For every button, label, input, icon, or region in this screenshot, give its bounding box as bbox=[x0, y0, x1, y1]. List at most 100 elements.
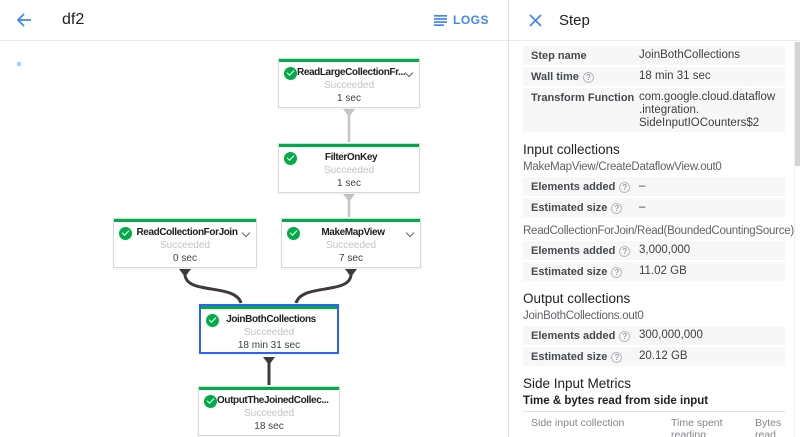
property-row: Step name JoinBothCollections bbox=[523, 46, 785, 65]
close-icon bbox=[528, 13, 542, 27]
kv-label: Estimated size? bbox=[531, 201, 639, 215]
edge-arrow bbox=[263, 357, 275, 365]
graph-edges bbox=[179, 109, 357, 385]
help-icon[interactable]: ? bbox=[619, 245, 631, 257]
kv-label: Elements added? bbox=[531, 180, 639, 194]
help-icon[interactable]: ? bbox=[611, 266, 623, 278]
kv-label-text: Elements added bbox=[531, 244, 616, 257]
node-status: Succeeded bbox=[323, 80, 375, 91]
table-header-cell: Time spent reading bbox=[671, 417, 723, 437]
table-header-cell: Bytes read bbox=[755, 417, 782, 437]
kv-label: Estimated size? bbox=[531, 350, 639, 364]
success-check-icon bbox=[204, 395, 217, 408]
kv-value: – bbox=[639, 200, 646, 213]
node-title: FilterOnKey bbox=[324, 152, 378, 163]
elements-added-row: Elements added?– bbox=[523, 177, 785, 196]
table-header-cell: Side input collection bbox=[531, 417, 625, 429]
elements-added-row: Elements added?300,000,000 bbox=[523, 326, 785, 345]
estimated-size-row: Estimated size?20.12 GB bbox=[523, 347, 785, 366]
kv-value: com.google.cloud.dataflow.integration. S… bbox=[639, 90, 776, 129]
logs-button[interactable]: LOGS bbox=[433, 13, 489, 27]
estimated-size-row: Estimated size?11.02 GB bbox=[523, 262, 785, 281]
side-input-metrics-subheading: Time & bytes read from side input bbox=[523, 395, 709, 407]
success-check-icon bbox=[284, 152, 297, 165]
kv-label-text: Elements added bbox=[531, 180, 616, 193]
node-status: Succeeded bbox=[325, 240, 377, 251]
close-button[interactable] bbox=[525, 10, 545, 30]
si-table-head: Side input collection Time spent reading B… bbox=[523, 411, 785, 437]
node-title: JoinBothCollections bbox=[226, 314, 316, 325]
node-title: ReadLargeCollectionFr... bbox=[297, 67, 406, 78]
help-icon[interactable]: ? bbox=[611, 202, 623, 214]
collection-block: ReadCollectionForJoin/Read(BoundedCounti… bbox=[523, 225, 800, 281]
graph-node-readlargecollectionfr[interactable]: ReadLargeCollectionFr... Succeeded 1 sec bbox=[278, 58, 420, 108]
job-title: df2 bbox=[62, 11, 85, 28]
node-status-bar bbox=[199, 387, 339, 390]
edge-arrow bbox=[179, 269, 191, 277]
kv-value: 300,000,000 bbox=[639, 328, 703, 341]
kv-value: 11.02 GB bbox=[639, 264, 687, 277]
node-status: Succeeded bbox=[323, 165, 375, 176]
canvas-artifact-dot bbox=[17, 62, 21, 66]
scrollbar-track bbox=[794, 41, 800, 437]
node-title: ReadCollectionForJoin bbox=[136, 227, 238, 238]
node-duration: 1 sec bbox=[337, 178, 361, 189]
side-input-metrics-table: Side input collection Time spent reading B… bbox=[523, 411, 785, 437]
node-status-bar bbox=[282, 219, 420, 222]
help-icon[interactable]: ? bbox=[582, 71, 594, 83]
help-icon[interactable]: ? bbox=[611, 351, 623, 363]
edge-arrow bbox=[345, 269, 357, 277]
kv-label: Estimated size? bbox=[531, 265, 639, 279]
kv-label: Elements added? bbox=[531, 244, 639, 258]
scrollbar[interactable] bbox=[795, 42, 800, 166]
help-icon[interactable]: ? bbox=[619, 181, 631, 193]
elements-added-row: Elements added?3,000,000 bbox=[523, 241, 785, 260]
kv-label: Step name bbox=[531, 49, 639, 63]
step-details-header: Step bbox=[509, 0, 800, 41]
edge-arrow bbox=[343, 194, 355, 202]
section-heading: Output collections bbox=[523, 291, 631, 306]
back-button[interactable] bbox=[12, 8, 36, 32]
node-title: MakeMapView bbox=[321, 227, 385, 238]
section-heading: Input collections bbox=[523, 142, 620, 157]
job-graph-panel: df2 LOGS bbox=[0, 0, 508, 437]
success-check-icon bbox=[287, 227, 300, 240]
node-duration: 7 sec bbox=[339, 253, 363, 264]
kv-label: Transform Function bbox=[531, 91, 639, 105]
edge-arrow bbox=[343, 109, 355, 117]
kv-value: 20.12 GB bbox=[639, 349, 688, 362]
kv-value: JoinBothCollections bbox=[639, 48, 741, 61]
kv-label: Elements added? bbox=[531, 329, 639, 343]
logs-icon bbox=[433, 14, 447, 26]
kv-label-text: Estimated size bbox=[531, 265, 608, 278]
kv-label: Wall time? bbox=[531, 70, 639, 84]
node-status: Succeeded bbox=[243, 327, 295, 338]
kv-label-text: Step name bbox=[531, 49, 587, 62]
node-duration: 18 sec bbox=[254, 421, 284, 432]
success-check-icon bbox=[284, 67, 297, 80]
node-status-bar bbox=[201, 306, 337, 309]
help-icon[interactable]: ? bbox=[619, 330, 631, 342]
graph-header: df2 LOGS bbox=[0, 0, 508, 41]
success-check-icon bbox=[119, 227, 132, 240]
collection-name: JoinBothCollections.out0 bbox=[523, 310, 644, 322]
back-arrow-icon bbox=[16, 13, 31, 27]
node-duration: 1 sec bbox=[337, 93, 361, 104]
node-status-bar bbox=[114, 219, 256, 222]
collection-name: ReadCollectionForJoin/Read(BoundedCounti… bbox=[523, 225, 800, 237]
kv-label-text: Estimated size bbox=[531, 350, 608, 363]
estimated-size-row: Estimated size?– bbox=[523, 198, 785, 217]
